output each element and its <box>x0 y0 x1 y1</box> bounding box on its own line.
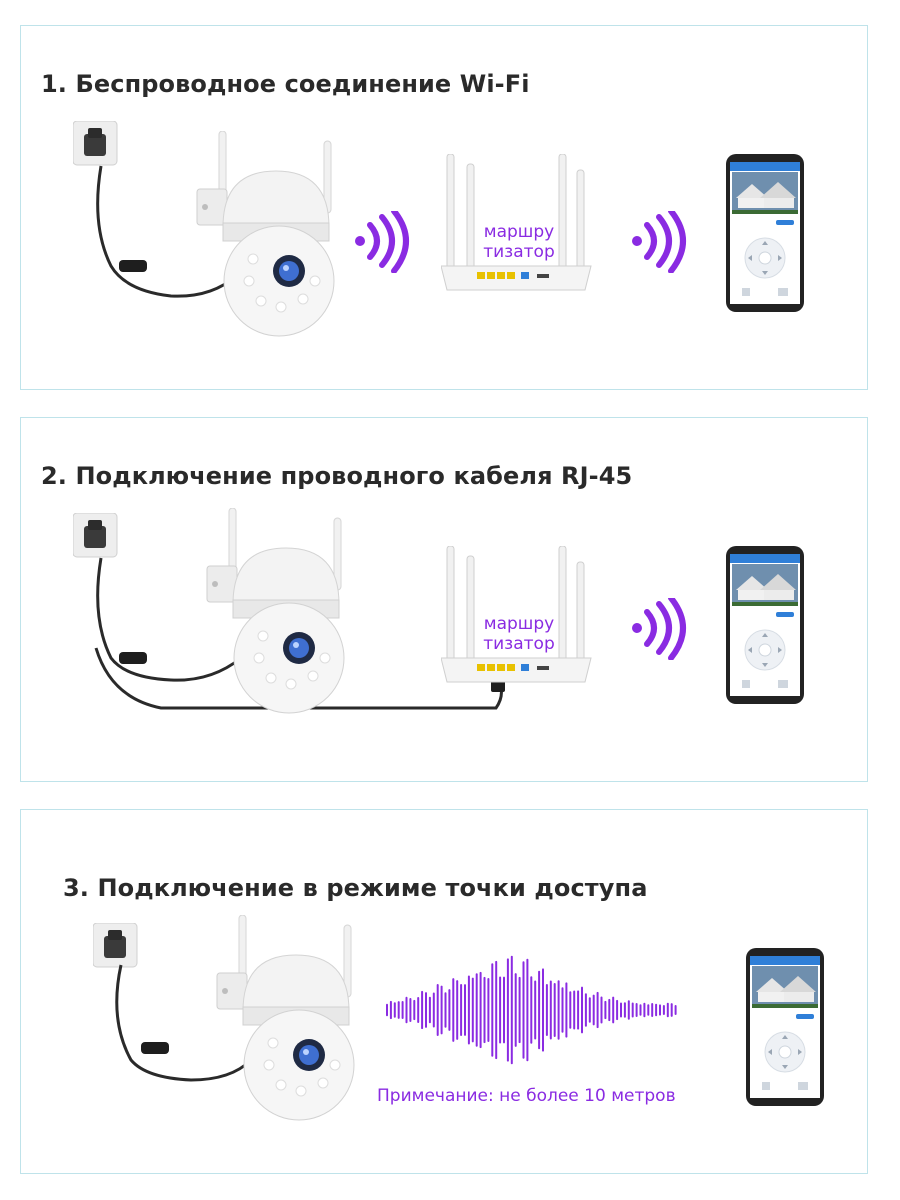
smartphone-app-icon <box>726 154 805 313</box>
router-label: маршру тизатор <box>469 614 569 654</box>
power-cable <box>94 557 505 710</box>
wifi-signal-icon <box>354 211 424 273</box>
smartphone-app-icon <box>746 948 825 1107</box>
section-wifi-panel: 1. Беспроводное соединение Wi-Fi маршру … <box>20 25 868 390</box>
ptz-camera-icon <box>196 131 335 337</box>
router-label-line2: тизатор <box>483 242 555 262</box>
sound-wave-icon <box>386 955 677 1065</box>
router-label-line1: маршру <box>483 614 555 634</box>
wifi-signal-icon <box>631 598 701 660</box>
wifi-signal-icon <box>631 211 701 273</box>
router-label-line2: тизатор <box>483 634 555 654</box>
ptz-camera-icon <box>216 915 355 1121</box>
section-ap-mode-panel: 3. Подключение в режиме точки доступа Пр… <box>20 809 868 1174</box>
section-title: 2. Подключение проводного кабеля RJ-45 <box>41 462 633 490</box>
smartphone-app-icon <box>726 546 805 705</box>
power-cable <box>115 964 253 1082</box>
router-label: маршру тизатор <box>469 222 569 262</box>
ptz-camera-icon <box>206 508 345 714</box>
section-title: 1. Беспроводное соединение Wi-Fi <box>41 70 530 98</box>
router-label-line1: маршру <box>483 222 555 242</box>
distance-note: Примечание: не более 10 метров <box>377 1086 676 1106</box>
section-title: 3. Подключение в режиме точки доступа <box>63 874 648 902</box>
section-rj45-panel: 2. Подключение проводного кабеля RJ-45 м… <box>20 417 868 782</box>
power-cable <box>96 165 237 298</box>
